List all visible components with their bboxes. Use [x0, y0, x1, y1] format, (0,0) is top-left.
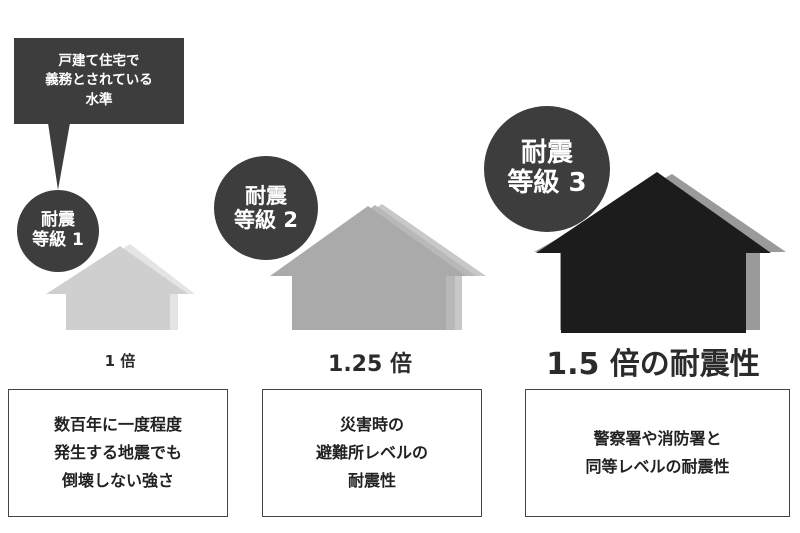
house-level-3-shape: [536, 172, 771, 333]
description-level-2-line-3: 耐震性: [347, 471, 396, 490]
description-box-level-1: 数百年に一度程度 発生する地震でも 倒壊しない強さ: [8, 389, 228, 517]
badge-level-2-line2: 等級 2: [234, 208, 298, 232]
description-level-1-line-3: 倒壊しない強さ: [61, 471, 174, 490]
callout-line-2: 義務とされている: [45, 72, 153, 89]
badge-level-3-line1: 耐震: [520, 138, 573, 169]
multiplier-level-2: 1.25 倍: [328, 352, 412, 377]
description-level-1-line-1: 数百年に一度程度: [53, 415, 182, 434]
description-box-level-3: 警察署や消防署と 同等レベルの耐震性: [525, 389, 790, 517]
house-level-1-shape: [46, 246, 188, 330]
callout-line-1: 戸建て住宅で: [58, 52, 140, 69]
callout-line-3: 水準: [85, 91, 113, 108]
callout-pointer: [48, 123, 70, 190]
house-level-2-shape: [270, 206, 466, 330]
badge-level-3: 耐震 等級 3: [484, 106, 610, 232]
house-level-3-icon: [534, 172, 786, 333]
badge-level-2-line1: 耐震: [245, 183, 287, 208]
house-level-1-icon: [46, 244, 195, 330]
badge-level-1: 耐震 等級 1: [17, 190, 99, 272]
description-level-2-line-1: 災害時の: [339, 415, 404, 434]
description-level-2-line-2: 避難所レベルの: [315, 443, 428, 462]
description-box-level-2: 災害時の 避難所レベルの 耐震性: [262, 389, 482, 517]
badge-level-3-line2: 等級 3: [507, 168, 587, 198]
description-level-1-line-2: 発生する地震でも: [53, 443, 182, 462]
badge-level-1-line2: 等級 1: [32, 230, 84, 250]
multiplier-level-3: 1.5 倍の耐震性: [546, 347, 760, 382]
callout-box: 戸建て住宅で 義務とされている 水準: [14, 38, 184, 124]
badge-level-1-line1: 耐震: [41, 210, 75, 231]
multiplier-level-1: 1 倍: [104, 352, 136, 370]
badge-level-2: 耐震 等級 2: [214, 156, 318, 260]
house-level-2-icon: [270, 204, 486, 330]
description-level-3-line-1: 警察署や消防署と: [593, 429, 722, 448]
description-level-3-line-2: 同等レベルの耐震性: [585, 457, 730, 476]
